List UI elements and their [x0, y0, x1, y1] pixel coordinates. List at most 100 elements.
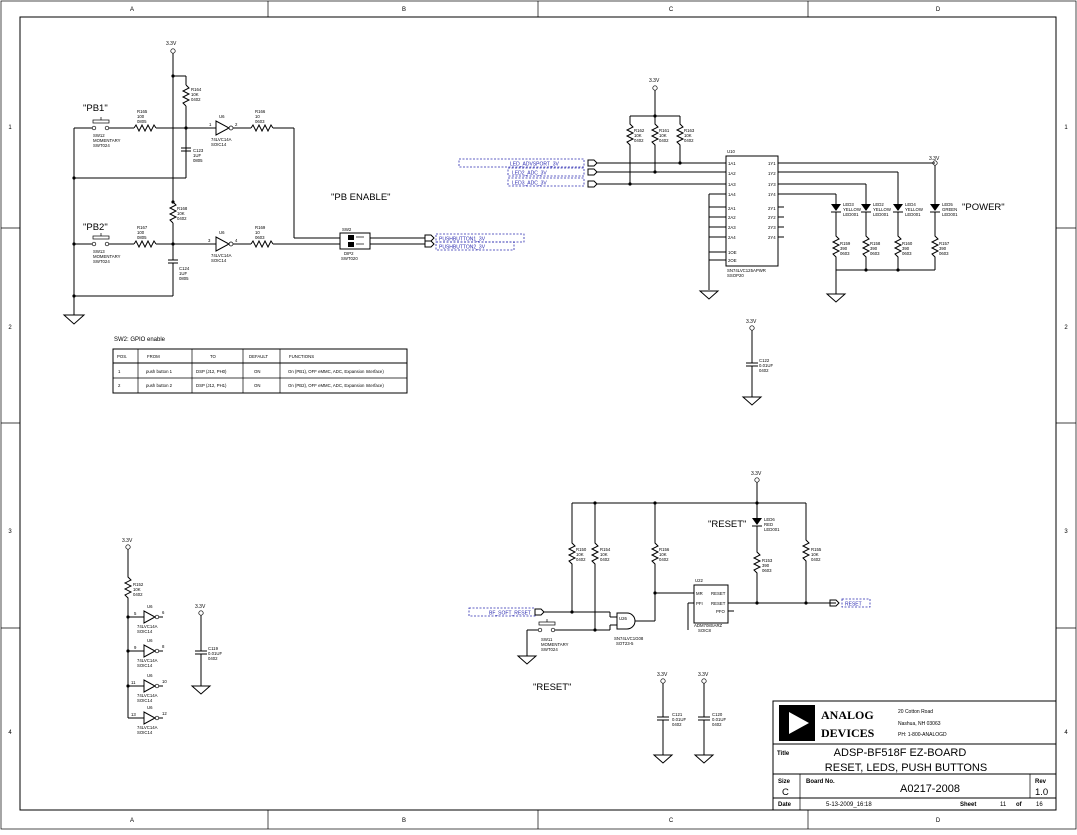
r160-pkg: 0603 [902, 251, 912, 256]
u6b-ref: U6 [219, 230, 225, 235]
net-label-bf-soft-reset: BF_SOFT_RESET [489, 611, 531, 617]
table-cell-r1-default: ON [254, 369, 260, 374]
r154-pkg: 0402 [600, 557, 610, 562]
u6f-ref: U6 [147, 705, 153, 710]
led-led2 [861, 204, 871, 213]
table-cell-r1-functions: On (PB1), OFF eMMC, ADC, Expansion Inter… [288, 369, 384, 374]
resistor-r150 [567, 503, 577, 612]
r163-pkg: 0402 [684, 138, 694, 143]
u6d-pin-in: 9 [134, 645, 137, 650]
resistor-r168 [168, 201, 178, 224]
led4-color: YELLOW [905, 207, 924, 212]
inverter-u6d [143, 644, 160, 658]
size-field-label: Size [778, 779, 791, 785]
net-port-led3 [587, 180, 598, 188]
power-label-c119: 3.3V [195, 604, 206, 610]
sheet-of-label: of [1016, 802, 1023, 808]
u6a-pin-in: 1 [209, 122, 212, 127]
resistor-r163 [675, 116, 685, 163]
r166-val: 10 [255, 114, 260, 119]
u10-pin-1y1: 1Y1 [768, 161, 776, 166]
u10-pin-1a4: 1A4 [728, 192, 736, 197]
r159-ref: R159 [840, 241, 851, 246]
r156-ref: R156 [659, 547, 670, 552]
r159-val: 390 [840, 246, 848, 251]
col-label-top-d: D [936, 7, 941, 13]
u10-part: SN74LVC125APWR [727, 268, 766, 273]
row-label-right-4: 4 [1064, 730, 1068, 736]
net-label-pushbutton2: PUSHBUTTON2_3V [439, 245, 486, 251]
c120-val: 0.01UF [712, 717, 726, 722]
r161-pkg: 0402 [659, 138, 669, 143]
power-label-c121: 3.3V [657, 672, 668, 678]
r169-val: 10 [255, 230, 260, 235]
r152-ref: R152 [133, 582, 144, 587]
row-label-left-1: 1 [8, 125, 12, 131]
u6c-part: 74LVC14A [137, 624, 158, 629]
ic-u10 [725, 155, 779, 267]
u10-pin-1a1: 1A1 [728, 161, 736, 166]
col-label-bottom-d: D [936, 818, 941, 824]
led4-ref: LED4 [905, 202, 916, 207]
r169-pkg: 0603 [255, 235, 265, 240]
net-port-pushbutton2 [424, 240, 435, 248]
r164-pkg: 0402 [191, 97, 201, 102]
u10-pin-2y1: 2Y1 [768, 206, 776, 211]
c123-ref: C123 [193, 148, 204, 153]
r160-ref: R160 [902, 241, 913, 246]
row-label-right-2: 2 [1064, 325, 1068, 331]
ground-symbol-leds [825, 293, 847, 303]
u6a-pkg: SOIC14 [211, 142, 227, 147]
title-field-label: Title [777, 751, 790, 757]
col-label-bottom-b: B [402, 818, 406, 824]
resistor-r164 [181, 84, 191, 107]
address-line3: PH: 1-800-ANALOGD [898, 732, 947, 738]
r163-ref: R163 [684, 128, 695, 133]
net-label-led-advsport: LED_ADVSPORT_3V [510, 162, 559, 168]
u6f-pin-out: 12 [162, 711, 167, 716]
company-name-line1: ANALOG [821, 708, 874, 722]
table-header-default: DEFAULT [249, 354, 268, 359]
u10-pin-1y2: 1Y2 [768, 171, 776, 176]
table-cell-r2-to: DSP (J12, PH1) [196, 383, 227, 388]
resistor-r161 [650, 116, 660, 172]
r158-ref: R158 [870, 241, 881, 246]
power-label-c120: 3.3V [698, 672, 709, 678]
sw11-pkg: SWT024 [541, 647, 558, 652]
sw13-type: MOMENTARY [93, 254, 121, 259]
r166-pkg: 0603 [255, 119, 265, 124]
power-led-label: "POWER" [962, 202, 1005, 213]
col-label-top-a: A [130, 7, 134, 13]
sheet-label: Sheet [960, 802, 976, 808]
power-label-reset: 3.3V [751, 471, 762, 477]
ground-symbol-u10 [698, 290, 720, 300]
led-led5 [930, 204, 940, 213]
u6f-part: 74LVC14A [137, 725, 158, 730]
r153-pkg: 0603 [762, 568, 772, 573]
led3-pkg: LED001 [843, 212, 859, 217]
led5-ref: LED5 [942, 202, 953, 207]
col-label-top-b: B [402, 7, 406, 13]
r169-ref: R169 [255, 225, 266, 230]
row-label-right-1: 1 [1064, 125, 1068, 131]
table-cell-r1-from: push button 1 [146, 369, 173, 374]
date-label: Date [778, 802, 792, 808]
table-header-from: FROM [147, 354, 160, 359]
reset-label-bottom: "RESET" [533, 682, 571, 693]
power-label-c122: 3.3V [746, 319, 757, 325]
led2-ref: LED2 [873, 202, 884, 207]
inverter-u6a [215, 120, 234, 136]
resistor-r155 [801, 503, 811, 603]
led6-ref: LED6 [764, 517, 775, 522]
u10-pin-2y3: 2Y3 [768, 225, 776, 230]
r168-ref: R168 [177, 206, 188, 211]
power-label-power-led: 3.3V [929, 156, 940, 162]
led5-color: GREEN [942, 207, 957, 212]
table-cell-r1-to: DSP (J12, PH0) [196, 369, 227, 374]
table-cell-r2-pos: 2 [118, 383, 121, 388]
resistor-r158 [861, 212, 871, 270]
c121-pkg: 0402 [672, 722, 682, 727]
r168-pkg: 0402 [177, 216, 187, 221]
resistor-r165 [133, 123, 157, 133]
